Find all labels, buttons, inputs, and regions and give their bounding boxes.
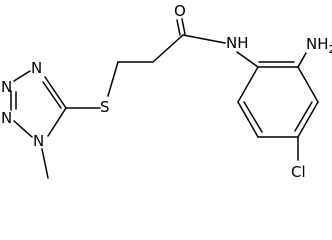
tetrazole-n2-n1-bond bbox=[13, 120, 33, 138]
carbonyl-double-bond-a bbox=[181, 18, 186, 35]
tetrazole-n4-n3-bond bbox=[13, 70, 31, 82]
n-methyl-bond bbox=[41, 148, 49, 179]
ring-amine-bond bbox=[297, 52, 307, 68]
carbonyl-double-bond-b bbox=[176, 19, 181, 36]
bonds bbox=[10, 18, 319, 179]
ring-bond-4 bbox=[297, 101, 319, 138]
ring-bond-6 bbox=[237, 101, 259, 138]
ring-bond-1 bbox=[236, 51, 259, 68]
ring-bond-4-inner bbox=[294, 101, 313, 132]
chain-bond-3 bbox=[107, 61, 119, 97]
ring-bond-3 bbox=[297, 66, 319, 103]
amine-nh-text: NH bbox=[306, 35, 329, 53]
tetrazole-n1-c5-bond bbox=[47, 107, 67, 137]
amine-subscript: 2 bbox=[329, 43, 332, 56]
sulfur-label: S bbox=[100, 98, 110, 116]
structure-canvas: O NH NH2 S Cl N N N N bbox=[1, 2, 332, 181]
ring-bond-6-inner bbox=[243, 101, 263, 133]
chain-bond-1 bbox=[152, 34, 184, 63]
tetrazole-n1-label: N bbox=[33, 132, 44, 150]
ring-bond-7 bbox=[237, 66, 259, 103]
amide-c-n-bond bbox=[182, 34, 226, 44]
amide-nh-label: NH bbox=[226, 34, 249, 52]
tetrazole-n2-label: N bbox=[1, 109, 12, 127]
oxygen-label: O bbox=[174, 2, 186, 20]
tetrazole-n4-label: N bbox=[31, 59, 42, 77]
atom-labels: O NH NH2 S Cl N N N N bbox=[1, 2, 332, 181]
chemical-structure-diagram: O NH NH2 S Cl N N N N bbox=[1, 2, 332, 181]
amine-label: NH2 bbox=[306, 35, 332, 56]
tetrazole-c5-n4-bond bbox=[44, 76, 67, 109]
tetrazole-n3-label: N bbox=[1, 78, 12, 96]
chlorine-label: Cl bbox=[291, 163, 306, 181]
tetrazole-c5-n4-bond-inner bbox=[42, 81, 62, 109]
